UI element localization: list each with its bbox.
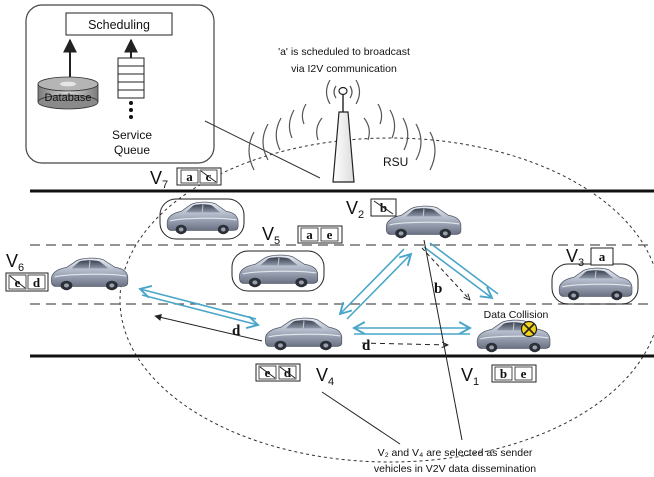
scheduler-inset: Scheduling Database Service Queue [25,4,215,164]
service-queue-label-line2: Queue [114,143,150,157]
buffer-v3: a [590,247,614,266]
database-label: Database [44,92,91,104]
vehicle-v8-group [231,250,325,292]
rsu-caption-line1: 'a' is scheduled to broadcast [278,46,410,58]
buffer-v4: e d [255,363,301,382]
rsu-antenna-icon [338,86,348,96]
vehicle-label-v5: V5 [262,224,280,247]
buffer-v5: a e [297,225,343,244]
buffer-v6: e d [5,272,49,292]
communication-range-ellipse [119,137,654,463]
edge-label-d-left: d [232,323,241,339]
broadcast-waves [248,79,436,171]
vehicle-label-v7: V7 [150,168,168,191]
buffer-v2: b [370,198,397,217]
buffer-v5-item-1: a [306,227,313,242]
vehicle-v2-car-icon [385,205,462,239]
buffer-v6-item-2: d [33,275,41,290]
vehicle-label-v4: V4 [316,365,334,388]
scheduling-label: Scheduling [88,18,150,32]
v2v-arrow-v4-v6-b [141,294,260,330]
v2v-arrow-v2-v4-b [346,252,413,320]
service-queue-icon [117,57,145,119]
buffer-v1: b e [491,364,537,383]
vehicle-v4-group [264,317,343,351]
v2v-arrow-v2-v4-a [338,248,405,316]
data-arrow-b-to-v1 [421,247,470,300]
rsu-label: RSU [383,155,408,169]
vehicle-middle-frame [231,250,325,292]
vehicle-v1-group [476,319,551,353]
vehicle-v6-group [50,257,129,291]
vehicle-v5-car-icon [166,201,239,235]
buffer-v7: a c [176,167,222,186]
rsu-tower [332,86,355,183]
v2v-arrow-v4-v6-a [138,284,257,320]
collision-icon [520,320,538,338]
v2v-transmissions [138,242,499,335]
buffer-v7-item-1: a [186,169,193,184]
vehicle-v1-car-icon [476,319,551,353]
callout-line-v2 [423,239,463,441]
buffer-v1-item-1: b [500,366,507,381]
buffer-v1-item-2: e [521,366,527,381]
vehicle-v6-car-icon [50,257,129,291]
vehicle-v2-group [385,205,462,239]
vehicle-label-v6: V6 [6,251,24,274]
vehicle-v3-group [551,263,639,305]
callout-line-v4 [321,391,401,445]
vehicle-labels: V7 V2 V5 V6 V3 V4 V1 [6,168,584,388]
vehicle-middle-car-icon [238,254,319,288]
database-icon [37,76,99,110]
v2v-arrow-v2-v1-b [429,242,499,295]
v2v-arrow-v2-v1-a [423,246,494,300]
inset-connector-line [204,120,321,179]
vehicle-label-v3: V3 [566,246,584,269]
scheduling-box [65,12,173,36]
bottom-note-line2: vehicles in V2V data dissemination [374,463,536,475]
data-collision-label: Data Collision [484,309,549,321]
data-arrow-d-to-v1 [361,343,448,345]
vehicle-v4-car-icon [264,317,343,351]
vehicle-v5-frame [159,198,245,240]
buffer-v5-item-2: e [327,227,333,242]
rsu-caption-line2: via I2V communication [291,63,397,75]
bottom-note-line1: V₂ and V₄ are selected as sender [378,447,533,459]
edge-label-d-middle: d [362,338,371,354]
edge-label-b: b [434,281,442,297]
vehicle-label-v1: V1 [461,365,479,388]
service-queue-label-line1: Service [112,128,152,142]
vehicle-label-v2: V2 [346,198,364,221]
vehicle-v5-group [159,198,245,240]
data-arrow-d-to-v6 [154,314,263,342]
vehicle-v3-car-icon [558,267,633,301]
buffer-v3-item-1: a [599,249,606,264]
